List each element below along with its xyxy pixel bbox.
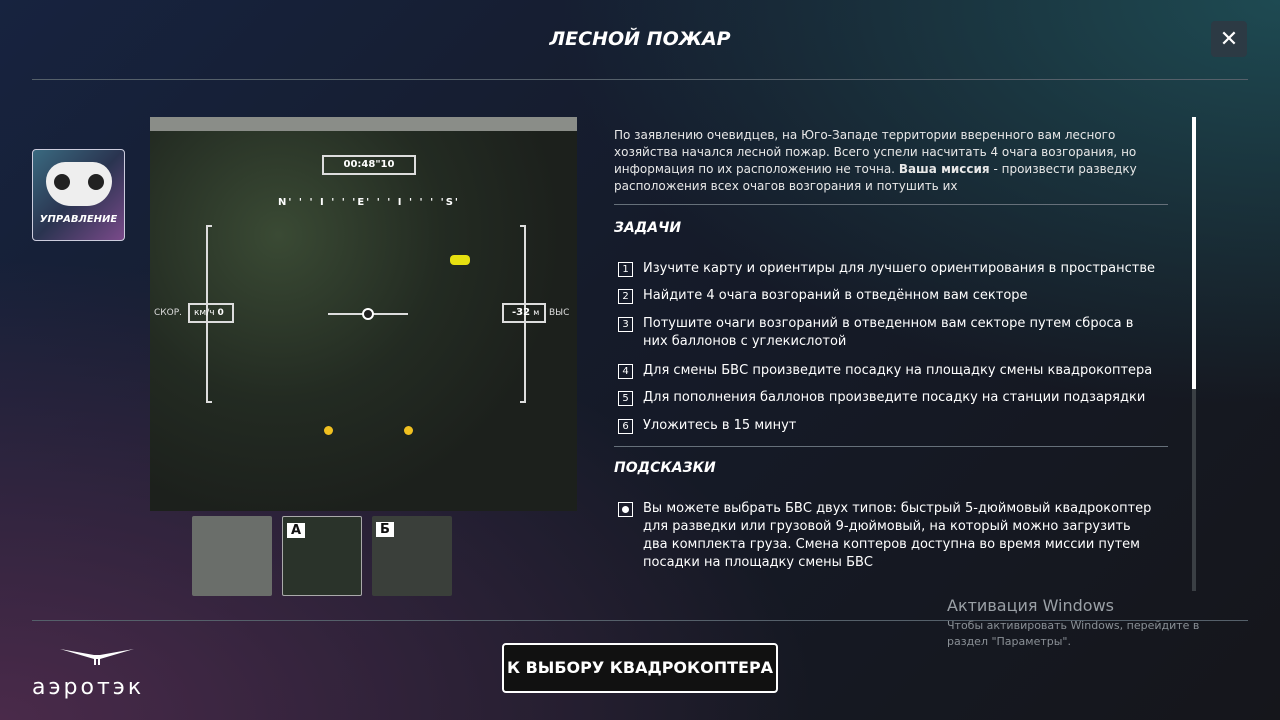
logo-text: аэротэк — [32, 675, 145, 700]
bullet-icon — [618, 502, 633, 517]
windows-activation-text: Чтобы активировать Windows, перейдите в … — [947, 619, 1200, 648]
aerotek-logo: аэротэк — [32, 645, 162, 700]
hint-item: Вы можете выбрать БВС двух типов: быстры… — [618, 500, 1158, 572]
thumbnail-label: А — [287, 523, 306, 538]
horizon-indicator — [362, 308, 374, 320]
gamepad-icon — [45, 162, 112, 206]
windows-activation-title: Активация Windows — [947, 596, 1114, 615]
fire-marker — [450, 255, 470, 265]
page-title: ЛЕСНОЙ ПОЖАР — [549, 28, 731, 50]
mission-description: По заявлению очевидцев, на Юго-Западе те… — [614, 128, 1137, 193]
speed-value: 0 — [217, 308, 224, 318]
divider — [32, 620, 1248, 621]
drone-logo-icon — [60, 649, 134, 665]
thumbnail-label: Б — [376, 522, 394, 537]
speed-unit: км/ч — [194, 308, 215, 318]
altitude-value: -32 — [512, 307, 531, 318]
hud-compass: N' ' ' I ' ' 'E' ' ' I ' ' ' 'S' — [278, 197, 460, 208]
thumbnail-a[interactable]: А — [282, 516, 362, 596]
tasks-heading: ЗАДАЧИ — [614, 220, 682, 236]
hints-heading: ПОДСКАЗКИ — [614, 460, 716, 476]
select-quadcopter-button[interactable]: К ВЫБОРУ КВАДРОКОПТЕРА — [502, 643, 778, 693]
controls-label: УПРАВЛЕНИЕ — [39, 214, 118, 225]
divider — [614, 204, 1168, 205]
altitude-label: ВЫС — [549, 308, 570, 318]
divider — [32, 79, 1248, 80]
altitude-readout: -32 м — [502, 303, 546, 323]
thumbnail-1[interactable] — [192, 516, 272, 596]
scrollbar-thumb[interactable] — [1192, 117, 1196, 389]
close-button[interactable]: ✕ — [1211, 21, 1247, 57]
altitude-unit: м — [533, 308, 540, 317]
divider — [614, 446, 1168, 447]
scrollbar[interactable] — [1192, 117, 1196, 591]
speed-label: СКОР. — [154, 308, 183, 318]
speed-readout: км/ч 0 — [188, 303, 234, 323]
thumbnail-strip: А Б — [192, 516, 452, 596]
controls-button[interactable]: УПРАВЛЕНИЕ — [32, 149, 125, 241]
hud-timer: 00:48"10 — [322, 155, 416, 175]
thumbnail-b[interactable]: Б — [372, 516, 452, 596]
video-preview: 00:48"10 N' ' ' I ' ' 'E' ' ' I ' ' ' 'S… — [150, 117, 577, 511]
